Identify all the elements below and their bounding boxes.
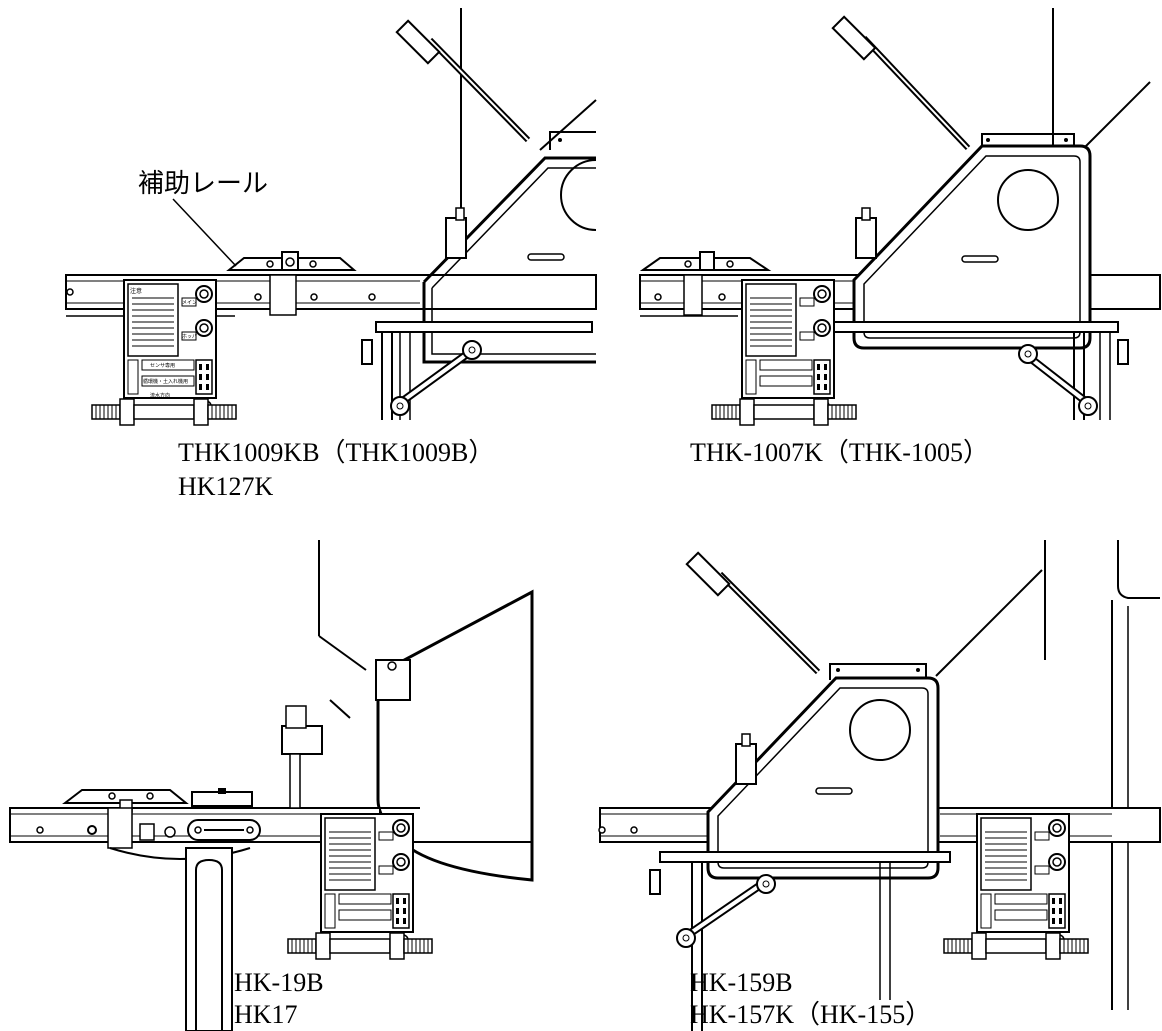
- panel-top-right: [639, 8, 1161, 426]
- caption-bottom-right-2: HK-157K（HK-155）: [690, 1000, 932, 1029]
- caption-top-left-2: HK127K: [178, 472, 274, 501]
- caption-top-right-1: THK-1007K（THK-1005）: [690, 438, 989, 467]
- caption-bottom-left-1: HK-19B: [234, 968, 324, 997]
- caption-bottom-right-1: HK-159B: [690, 968, 793, 997]
- ctrl-notice-label: 注意: [130, 288, 143, 295]
- ctrl-outlet-label: 循環機・土入れ機用: [143, 379, 189, 385]
- caption-top-left-1: THK1009KB（THK1009B）: [178, 438, 495, 467]
- panel-bottom-right: [598, 540, 1161, 1031]
- ctrl-main-label: メイン: [182, 300, 198, 306]
- panel-bottom-left: [9, 540, 534, 1031]
- panel-top-left: [65, 8, 597, 426]
- ctrl-flow-label: 流水方向: [150, 393, 171, 399]
- ctrl-sub-label: ホッパ: [182, 334, 198, 340]
- ctrl-sensor-label: センサ専用: [150, 363, 176, 369]
- caption-bottom-left-2: HK17: [234, 1000, 298, 1029]
- auxiliary-rail-label: 補助レール: [138, 169, 269, 199]
